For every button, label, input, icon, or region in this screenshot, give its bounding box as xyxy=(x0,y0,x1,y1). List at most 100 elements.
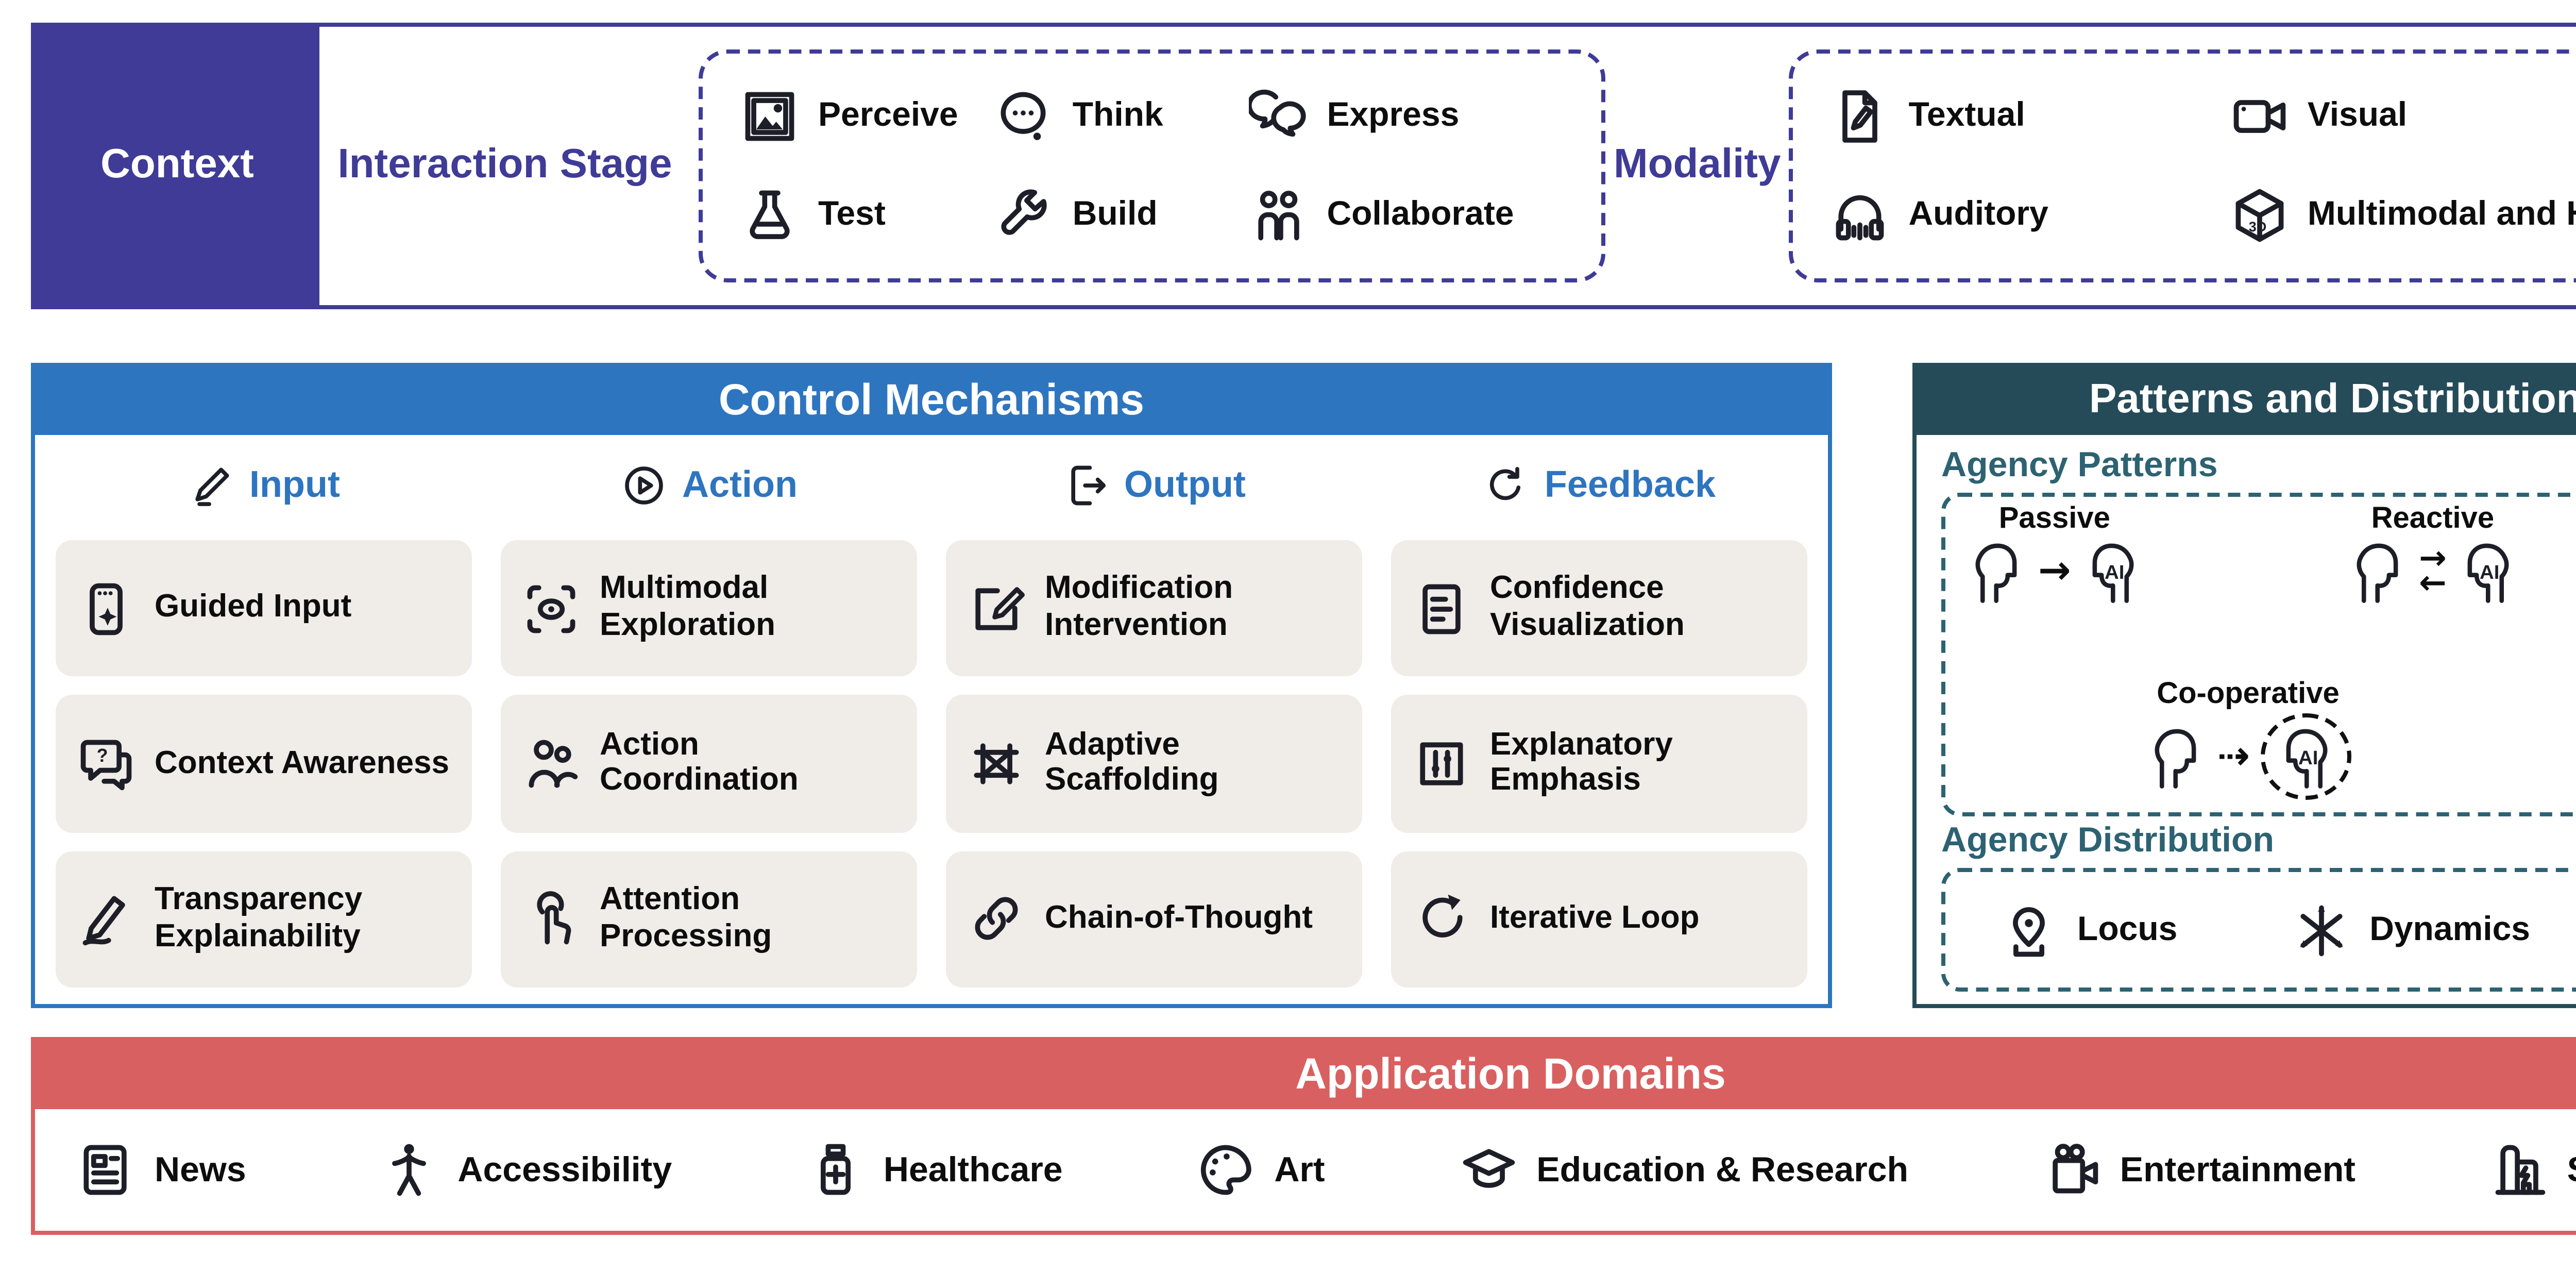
control-mechanisms-grid: Input Guided Input ? Context Awareness T… xyxy=(35,435,1828,1004)
speech-bubbles-icon xyxy=(1248,89,1306,137)
scaffold-icon xyxy=(974,743,1019,784)
control-mechanisms-panel: Control Mechanisms Input Guided Input ? … xyxy=(31,363,1832,1008)
domain-item-healthcare: Healthcare xyxy=(805,1140,1063,1200)
column-label: Input xyxy=(249,463,340,504)
control-item-modification-intervention: Modification Intervention xyxy=(946,540,1362,677)
edit-square-icon xyxy=(975,586,1025,630)
stage-item-collaborate: Collaborate xyxy=(1248,186,1564,246)
stage-item-build: Build xyxy=(994,186,1228,246)
domain-label: Art xyxy=(1274,1149,1325,1189)
modality-item-auditory: Auditory xyxy=(1831,186,2209,246)
arrow-left-icon: ← xyxy=(2419,563,2447,602)
tile-label: Transparency Explainability xyxy=(155,882,363,955)
document-pencil-icon xyxy=(1842,90,1878,142)
play-circle-icon xyxy=(625,465,663,504)
building-code-icon xyxy=(2495,1145,2545,1195)
column-label: Output xyxy=(1124,463,1246,504)
agency-panel: Patterns and Distributions of Agency Age… xyxy=(1912,363,2576,1008)
graduation-cap-icon xyxy=(1462,1149,1514,1188)
column-header-input: Input xyxy=(56,447,472,522)
control-item-transparency-explainability: Transparency Explainability xyxy=(56,850,472,988)
arrow-right-icon: → xyxy=(2419,537,2447,577)
headphones-icon xyxy=(1836,195,1884,241)
modality-item-label: Visual xyxy=(2307,96,2408,133)
pattern-label: Co-operative xyxy=(2157,678,2340,711)
bidirectional-arrows: →← xyxy=(2419,537,2447,602)
control-item-multimodal-exploration: Multimodal Exploration xyxy=(501,540,917,677)
control-column-action: Action Multimodal Exploration Action Coo… xyxy=(501,447,917,988)
tile-label: Confidence Visualization xyxy=(1490,572,1685,644)
control-item-iterative-loop: Iterative Loop xyxy=(1391,850,1807,988)
agency-patterns-title: Agency Patterns xyxy=(1941,445,2218,484)
ai-head-icon: AI xyxy=(2285,729,2327,789)
control-item-guided-input: Guided Input xyxy=(56,540,472,677)
control-item-attention-processing: Attention Processing xyxy=(501,850,917,988)
domain-label: Software Development xyxy=(2567,1149,2576,1191)
interaction-stage-label: Interaction Stage xyxy=(337,142,672,188)
application-domains-row: News Accessibility Healthcare Art Educat… xyxy=(35,1109,2576,1231)
agency-title: Patterns and Distributions of Agency xyxy=(1917,367,2576,435)
tile-label: Context Awareness xyxy=(155,745,449,781)
distribution-item-locus: Locus xyxy=(1999,900,2177,960)
two-people-icon xyxy=(529,740,578,788)
stage-item-think: Think xyxy=(994,86,1228,146)
agency-patterns-box: Passive → AI Reactive →← AI xyxy=(1941,493,2576,816)
eye-scan-icon xyxy=(527,584,575,633)
wrench-icon xyxy=(1002,190,1048,236)
agency-pattern-co-operative: Co-operative ⇢ AI xyxy=(2145,678,2351,800)
column-header-feedback: Feedback xyxy=(1391,447,1807,522)
tile-label: Guided Input xyxy=(155,590,352,625)
human-head-icon xyxy=(2356,543,2398,603)
domain-label: Entertainment xyxy=(2120,1149,2355,1189)
tile-label: Modification Intervention xyxy=(1045,572,1233,644)
column-header-action: Action xyxy=(501,447,917,522)
distribution-label: Locus xyxy=(2077,910,2178,947)
stage-item-express: Express xyxy=(1248,86,1564,146)
column-header-output: Output xyxy=(946,447,1362,522)
stage-item-label: Express xyxy=(1327,96,1460,133)
control-column-output: Output Modification Intervention Adaptiv… xyxy=(946,447,1362,988)
control-column-input: Input Guided Input ? Context Awareness T… xyxy=(56,447,472,988)
accessibility-person-icon xyxy=(392,1144,427,1196)
arrow-dotted-right-icon: ⇢ xyxy=(2217,733,2250,778)
stage-item-label: Think xyxy=(1072,96,1163,133)
domain-item-news: News xyxy=(76,1140,246,1200)
tile-label: Adaptive Scaffolding xyxy=(1045,727,1219,799)
pattern-label: Reactive xyxy=(2371,503,2495,536)
control-item-context-awareness: ? Context Awareness xyxy=(56,695,472,832)
domain-item-art: Art xyxy=(1196,1140,1325,1200)
human-head-icon xyxy=(1975,543,2017,603)
control-column-feedback: Feedback Confidence Visualization Explan… xyxy=(1391,447,1807,988)
ai-glyph: AI xyxy=(2298,747,2317,769)
question-glyph: ? xyxy=(97,745,108,766)
agency-body: Agency Patterns Passive → AI Reactive xyxy=(1917,435,2576,1004)
control-item-adaptive-scaffolding: Adaptive Scaffolding xyxy=(946,695,1362,832)
domain-label: News xyxy=(155,1149,246,1189)
pattern-label: Passive xyxy=(1998,503,2110,536)
modality-label: Modality xyxy=(1614,142,1781,188)
context-label: Context xyxy=(35,27,319,305)
control-item-action-coordination: Action Coordination xyxy=(501,695,917,832)
image-icon xyxy=(745,91,794,141)
domain-label: Accessibility xyxy=(457,1149,672,1189)
modality-item-label: Textual xyxy=(1908,96,2025,133)
cycle-arrows-icon xyxy=(1490,465,1522,499)
video-camera-icon xyxy=(2233,99,2285,132)
loop-arrow-icon xyxy=(1422,895,1463,939)
medicine-bottle-icon xyxy=(820,1144,850,1195)
file-export-icon xyxy=(1070,464,1105,505)
agency-distribution-box: Locus Dynamics Granularity xyxy=(1941,868,2576,992)
tile-label: Attention Processing xyxy=(600,882,772,955)
tap-hand-icon xyxy=(537,892,571,945)
agency-patterns-row-2: Co-operative ⇢ AI Proactive xyxy=(1966,678,2576,800)
interaction-stage-box: Perceive Think Express Test Build Collab… xyxy=(699,49,1605,282)
distribution-label: Dynamics xyxy=(2369,910,2531,947)
highlighter-pen-icon xyxy=(82,896,125,946)
domain-item-education-research: Education & Research xyxy=(1458,1140,1908,1200)
tile-label: Action Coordination xyxy=(600,727,799,799)
movie-camera-icon xyxy=(2052,1144,2098,1194)
arrow-right-icon: → xyxy=(2038,547,2071,593)
control-item-explanatory-emphasis: Explanatory Emphasis xyxy=(1391,695,1807,832)
column-label: Action xyxy=(682,463,798,504)
